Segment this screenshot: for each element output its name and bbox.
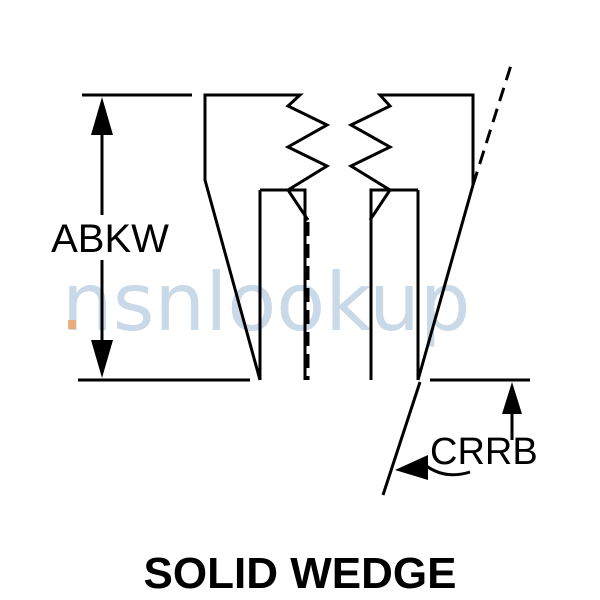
height-arrow-down-icon (91, 340, 113, 378)
angle-leader-curve (424, 463, 471, 477)
watermark-accent (68, 320, 76, 329)
taper-extension-line (471, 61, 514, 186)
height-dimension-label: ABKW (51, 217, 169, 261)
wedge-left-half (203, 93, 331, 381)
watermark: nsnlookup (62, 256, 471, 349)
bore-left-chamfer (286, 189, 310, 221)
angle-dimension-label: CRRB (430, 431, 538, 473)
diagram-title: SOLID WEDGE (144, 549, 457, 598)
bore-right-chamfer (368, 189, 392, 221)
angle-arrow-left-icon (395, 455, 428, 480)
angle-reference-line (381, 381, 422, 496)
angle-arrow-up-icon (502, 382, 522, 414)
height-arrow-up-icon (91, 97, 113, 135)
wedge-right-half (347, 93, 475, 381)
